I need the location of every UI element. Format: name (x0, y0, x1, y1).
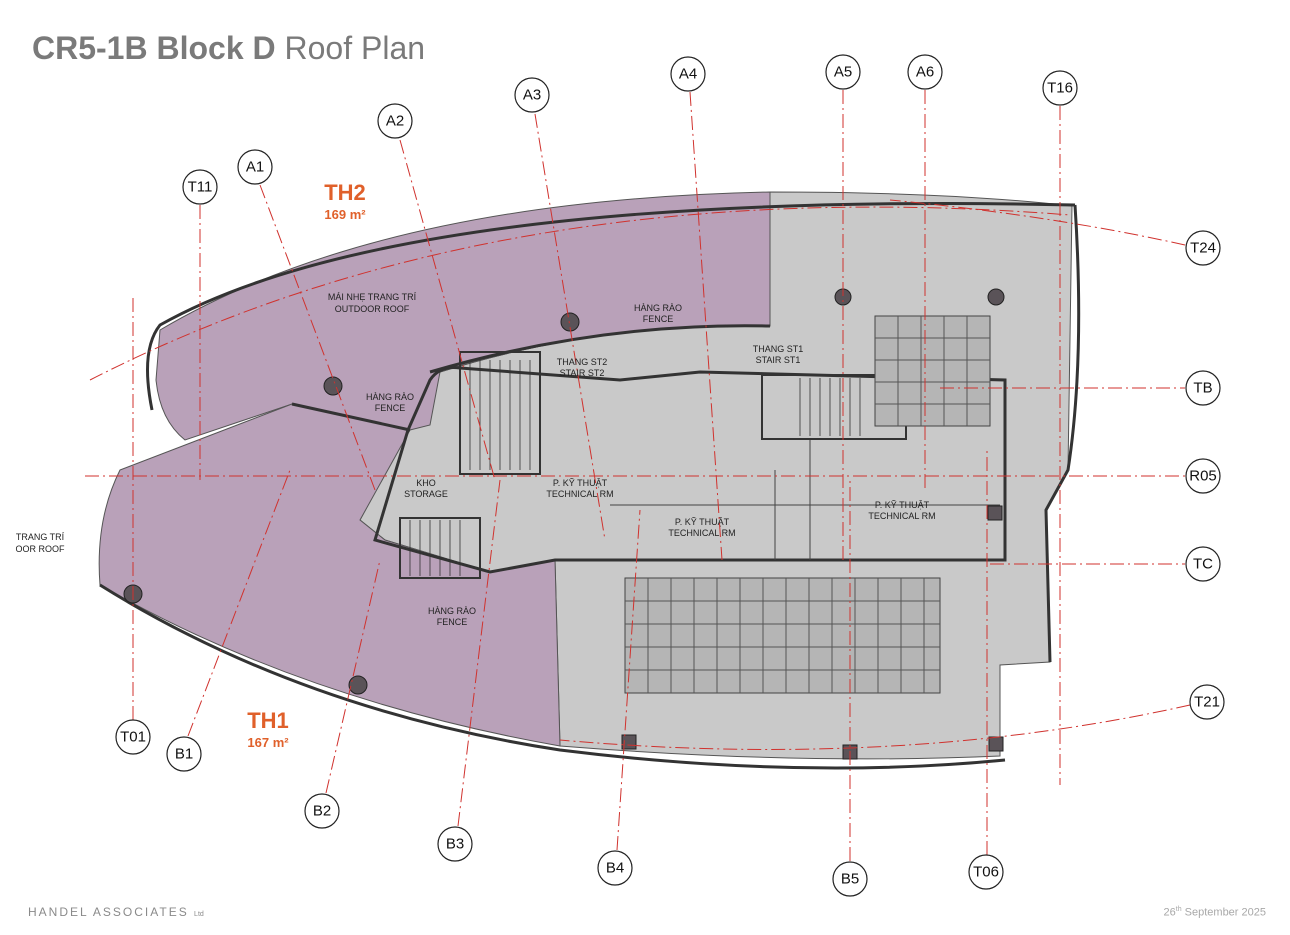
fence-north (429, 324, 771, 374)
fence-label-3-en: FENCE (437, 617, 468, 627)
tech-room-1-vn: P. KỸ THUẬT (553, 478, 608, 488)
grid-bubble-t11: T11 (182, 169, 218, 205)
page-title: CR5-1B Block D Roof Plan (32, 30, 425, 67)
svg-text:A2: A2 (386, 113, 404, 130)
storage-label-en: STORAGE (404, 489, 448, 499)
parapet-east (1044, 204, 1081, 663)
tech-room-2-vn: P. KỸ THUẬT (675, 517, 730, 527)
storage-label-vn: KHO (416, 478, 436, 488)
date-rest: September 2025 (1184, 906, 1266, 919)
grid-bubble-t06: T06 (968, 854, 1004, 890)
fence-label-3-vn: HÀNG RÀO (428, 606, 476, 616)
stair1-label-vn: THANG ST1 (753, 344, 804, 354)
outdoor-roof-label-en: OUTDOOR ROOF (335, 304, 410, 314)
outdoor-roof-west-en: OOR ROOF (16, 544, 66, 554)
date-day: 26 (1163, 906, 1176, 919)
svg-text:A4: A4 (679, 66, 697, 83)
mechanical-grid-south (624, 577, 941, 694)
company-name: HANDEL ASSOCIATES Ltd (28, 905, 204, 919)
date: 26th September 2025 (1164, 906, 1267, 919)
grid-bubble-r05: R05 (1185, 458, 1221, 494)
parapet-south (99, 583, 1006, 770)
svg-text:B5: B5 (841, 871, 859, 888)
svg-text:A3: A3 (523, 87, 541, 104)
svg-text:T16: T16 (1047, 80, 1073, 97)
fence-line (291, 402, 411, 432)
stair2-label-en: STAIR ST2 (560, 368, 605, 378)
title-bold: CR5-1B Block D (32, 30, 276, 66)
svg-text:T24: T24 (1190, 240, 1216, 257)
grid-bubble-b3: B3 (437, 826, 473, 862)
company-text: HANDEL ASSOCIATES (28, 905, 189, 919)
grid-bubble-b5: B5 (832, 861, 868, 897)
stair-st2 (459, 351, 541, 475)
tech-room-3-en: TECHNICAL RM (868, 511, 935, 521)
grid-bubble-a2: A2 (377, 103, 413, 139)
stair-st2-treads (469, 360, 531, 470)
svg-text:TC: TC (1193, 556, 1213, 573)
th2-name: TH2 (324, 180, 366, 205)
fence-label-2-en: FENCE (375, 403, 406, 413)
outdoor-roof-label-vn: MÁI NHẸ TRANG TRÍ (328, 292, 417, 302)
svg-text:B2: B2 (313, 803, 331, 820)
grid-bubble-b1: B1 (166, 736, 202, 772)
th1-area: 167 m² (247, 735, 289, 750)
svg-text:A5: A5 (834, 64, 852, 81)
tech-room-2-en: TECHNICAL RM (668, 528, 735, 538)
th1-name: TH1 (247, 708, 289, 733)
grid-bubble-t21: T21 (1189, 684, 1225, 720)
grid-bubble-b2: B2 (304, 793, 340, 829)
th1-zone (98, 403, 561, 747)
outdoor-roof-west-vn: TRANG TRÍ (16, 532, 65, 542)
svg-text:B4: B4 (606, 860, 624, 877)
svg-text:T21: T21 (1194, 694, 1220, 711)
svg-text:A1: A1 (246, 159, 264, 176)
svg-text:A6: A6 (916, 64, 934, 81)
grid-bubble-b4: B4 (597, 850, 633, 886)
svg-text:B1: B1 (175, 746, 193, 763)
svg-text:T11: T11 (188, 179, 213, 196)
grid-bubble-t24: T24 (1185, 230, 1221, 266)
grid-bubble-a6: A6 (907, 54, 943, 90)
grid-bubble-tb: TB (1185, 370, 1221, 406)
grid-lines (85, 90, 1191, 861)
grid-bubble-t01: T01 (115, 719, 151, 755)
grid-bubble-a1: A1 (237, 149, 273, 185)
fence-label-2-vn: HÀNG RÀO (366, 392, 414, 402)
th2-area: 169 m² (324, 207, 366, 222)
title-regular: Roof Plan (284, 30, 426, 66)
svg-text:T01: T01 (120, 729, 146, 746)
company-suffix: Ltd (194, 911, 204, 918)
grid-bubble-t16: T16 (1042, 70, 1078, 106)
grid-bubble-tc: TC (1185, 546, 1221, 582)
stair1-label-en: STAIR ST1 (756, 355, 801, 365)
grid-bubble-a5: A5 (825, 54, 861, 90)
date-sup: th (1175, 906, 1182, 913)
fence-label-en: FENCE (643, 314, 674, 324)
mechanical-grid-east (874, 315, 991, 427)
stair2-label-vn: THANG ST2 (557, 357, 608, 367)
grid-bubble-a3: A3 (514, 77, 550, 113)
tech-room-3-vn: P. KỸ THUẬT (875, 500, 930, 510)
parapet-north (146, 202, 1076, 411)
svg-text:B3: B3 (446, 836, 464, 853)
svg-text:R05: R05 (1189, 468, 1217, 485)
grid-bubble-a4: A4 (670, 56, 706, 92)
fence-label-vn: HÀNG RÀO (634, 303, 682, 313)
tech-room-1-en: TECHNICAL RM (546, 489, 613, 499)
svg-text:T06: T06 (973, 864, 999, 881)
svg-text:TB: TB (1193, 380, 1212, 397)
stair-south (399, 517, 481, 579)
